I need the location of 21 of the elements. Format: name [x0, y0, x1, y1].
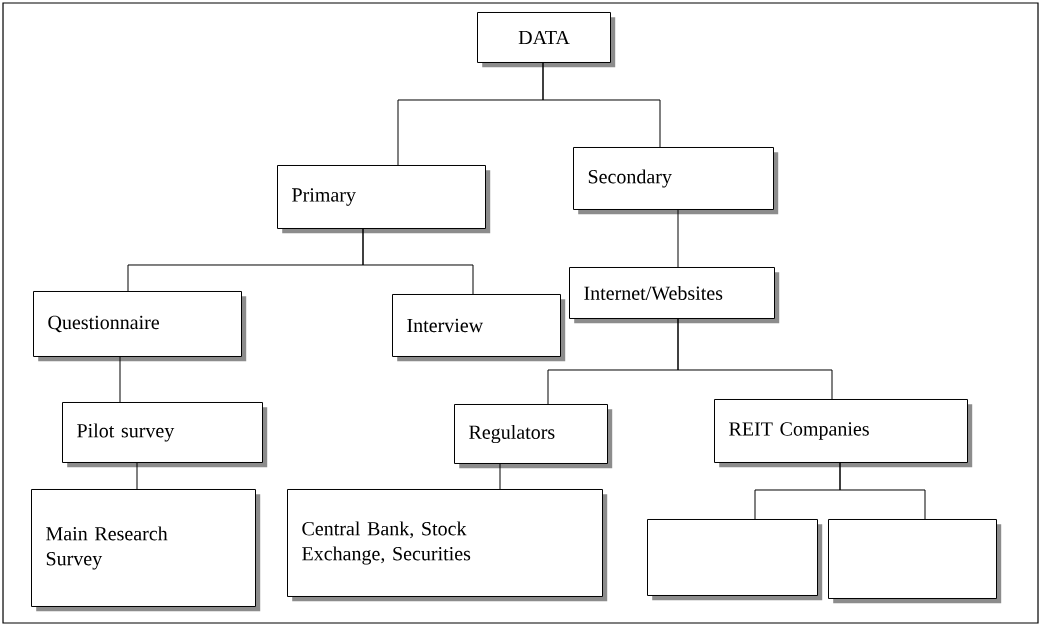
- connector: [362, 228, 474, 295]
- connector: [136, 462, 138, 490]
- connector: [542, 62, 661, 148]
- box-with-shadow: DATA: [477, 12, 616, 68]
- box-with-shadow: REIT Companies: [714, 399, 973, 468]
- box-with-shadow: Interview: [392, 294, 566, 362]
- connector: [677, 318, 833, 400]
- empty-box-with-shadow: [647, 519, 823, 601]
- connector: [839, 462, 926, 520]
- box-with-shadow: Primary: [277, 165, 491, 234]
- box-with-shadow: Questionnaire: [33, 291, 247, 362]
- connector: [677, 209, 679, 268]
- box-with-shadow: Pilot survey: [62, 402, 268, 468]
- box-with-shadow: Internet/Websites: [569, 267, 780, 324]
- box-with-shadow: Central Bank, Stock Exchange, Securities: [287, 489, 608, 602]
- connector: [119, 356, 121, 403]
- connector: [499, 463, 501, 490]
- box-with-shadow: Secondary: [573, 147, 779, 215]
- empty-box-with-shadow: [828, 519, 1002, 604]
- box-with-shadow: Regulators: [454, 404, 613, 469]
- box-with-shadow: Main Research Survey: [31, 489, 261, 612]
